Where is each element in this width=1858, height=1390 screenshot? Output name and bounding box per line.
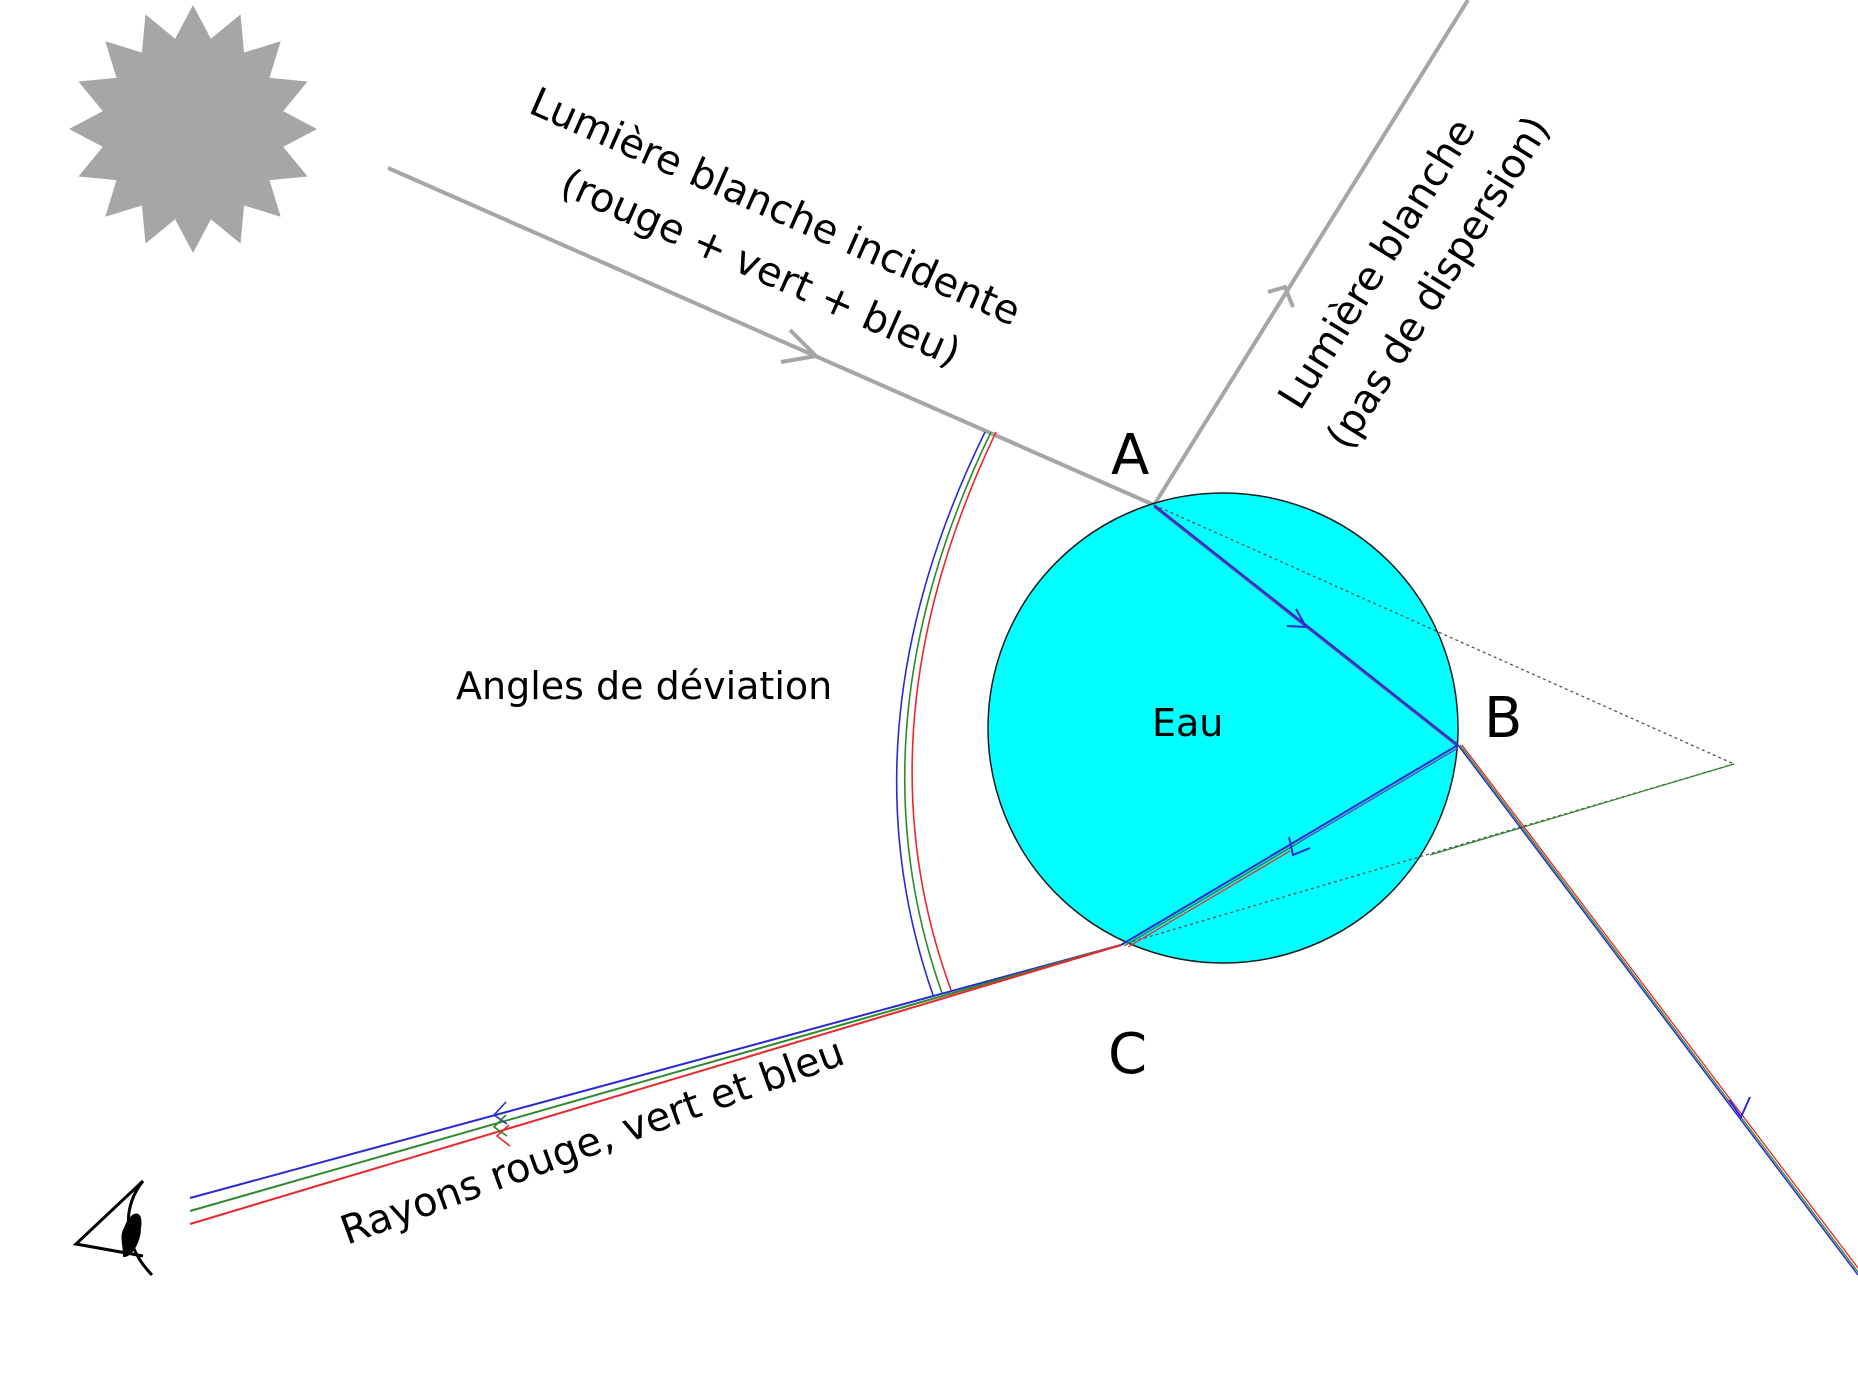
reflected-ray-arrow bbox=[1267, 284, 1295, 308]
construction-line-mid bbox=[1429, 763, 1735, 856]
deviation-arc-blue bbox=[895, 431, 986, 996]
exit-ray-blue-arrow bbox=[492, 1101, 508, 1125]
transmitted-ray-red bbox=[1461, 744, 1858, 1269]
water-label: Eau bbox=[1152, 701, 1223, 745]
point-c-label: C bbox=[1108, 1022, 1147, 1087]
exit-rays-label: Rayons rouge, vert et bleu bbox=[335, 1029, 851, 1254]
incident-white-ray bbox=[387, 166, 1155, 507]
deviation-angles-label: Angles de déviation bbox=[456, 664, 832, 708]
water-droplet bbox=[987, 492, 1459, 964]
construction-line-c bbox=[1120, 763, 1735, 946]
transmitted-ray-arrow bbox=[1728, 1096, 1751, 1120]
exit-ray-red bbox=[189, 944, 1122, 1225]
eye-icon bbox=[72, 1179, 154, 1277]
transmitted-ray-green bbox=[1459, 744, 1858, 1273]
exit-ray-green-arrow bbox=[492, 1114, 508, 1137]
internal-ray-bc-green bbox=[1123, 841, 1301, 947]
exit-ray-blue bbox=[189, 944, 1122, 1199]
deviation-arc-green bbox=[903, 431, 992, 994]
deviation-arc-red bbox=[911, 431, 997, 991]
point-a-label: A bbox=[1111, 423, 1149, 488]
internal-ray-bc-red bbox=[1127, 850, 1291, 948]
incident-ray-arrow bbox=[780, 328, 821, 364]
transmitted-ray-blue bbox=[1457, 744, 1858, 1276]
internal-ray-bc bbox=[1120, 744, 1459, 946]
exit-ray-red-arrow bbox=[495, 1124, 511, 1147]
sun-icon bbox=[69, 5, 317, 253]
point-b-label: B bbox=[1484, 686, 1522, 751]
reflected-white-ray bbox=[1152, 0, 1470, 507]
internal-ray-bc-arrow bbox=[1288, 836, 1311, 857]
construction-line-a bbox=[1153, 504, 1735, 765]
internal-ray-ab-arrow bbox=[1286, 608, 1308, 629]
exit-ray-green bbox=[189, 944, 1122, 1212]
